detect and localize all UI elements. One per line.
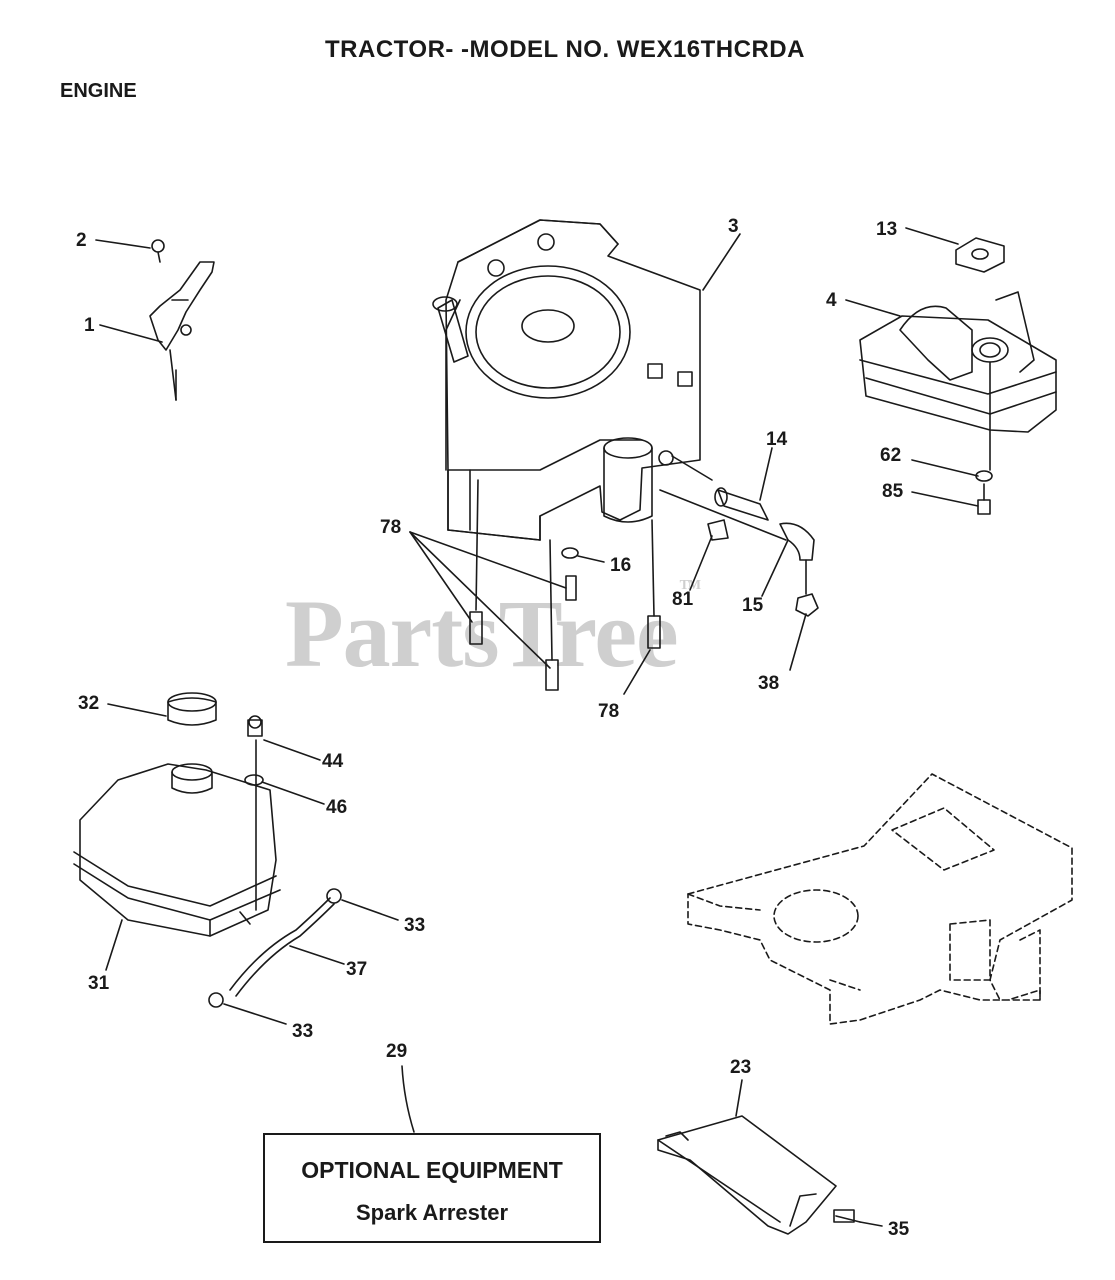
callout-3: 3 — [728, 216, 739, 237]
callout-81: 81 — [672, 589, 694, 610]
section-title: ENGINE — [60, 80, 137, 102]
fuel-fitting-parts — [660, 488, 818, 616]
callout-78: 78 — [598, 701, 620, 722]
callout-31: 31 — [88, 973, 110, 994]
fuel-tank-part — [74, 693, 341, 1007]
callout-38: 38 — [758, 673, 780, 694]
optional-equipment-item: Spark Arrester — [355, 1200, 509, 1225]
callout-85: 85 — [882, 481, 904, 502]
callout-4: 4 — [826, 290, 837, 311]
callout-33-upper: 33 — [404, 915, 426, 936]
chassis-frame-part — [688, 774, 1072, 1024]
callout-46: 46 — [326, 797, 348, 818]
callout-44: 44 — [322, 751, 344, 772]
optional-equipment-title: OPTIONAL EQUIPMENT — [301, 1157, 563, 1183]
optional-equipment-box: OPTIONAL EQUIPMENT Spark Arrester — [263, 1133, 601, 1243]
callout-37: 37 — [346, 959, 368, 980]
callout-13: 13 — [876, 219, 898, 240]
watermark-tm: TM — [679, 578, 702, 593]
callout-62: 62 — [880, 445, 902, 466]
callout-33-lower: 33 — [292, 1021, 314, 1042]
callout-78-group: 78 — [380, 517, 402, 538]
muffler-part — [860, 238, 1056, 514]
callout-15: 15 — [742, 595, 764, 616]
callout-32: 32 — [78, 693, 100, 714]
heat-shield-part — [658, 1116, 860, 1234]
engine-bolt-parts — [470, 480, 660, 690]
page-title: TRACTOR- -MODEL NO. WEX16THCRDA — [325, 36, 805, 63]
callout-2: 2 — [76, 230, 87, 251]
callout-14: 14 — [766, 429, 788, 450]
callout-23: 23 — [730, 1057, 752, 1078]
callout-1: 1 — [84, 315, 95, 336]
throttle-control-part — [150, 240, 214, 400]
callout-16: 16 — [610, 555, 632, 576]
engine-part — [433, 220, 712, 540]
callout-29: 29 — [386, 1041, 408, 1062]
callout-35: 35 — [888, 1219, 910, 1240]
